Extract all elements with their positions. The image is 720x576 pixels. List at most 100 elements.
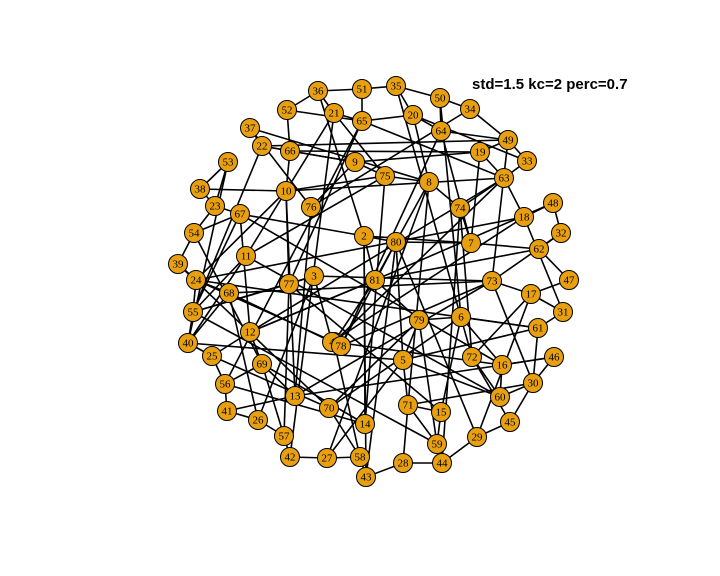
node-54: 54 [184, 223, 204, 243]
node-41: 41 [217, 401, 237, 421]
node-label: 76 [306, 202, 318, 214]
node-31: 31 [553, 302, 573, 322]
node-label: 18 [519, 212, 531, 224]
node-circle [274, 426, 294, 446]
node-circle [183, 302, 203, 322]
node-38: 38 [190, 179, 210, 199]
node-21: 21 [324, 103, 344, 123]
node-circle [431, 121, 451, 141]
edge-13-76 [294, 206, 312, 397]
node-circle [190, 179, 210, 199]
node-56: 56 [215, 374, 235, 394]
node-circle [301, 197, 321, 217]
edge-12-67 [239, 213, 251, 333]
node-circle [219, 283, 239, 303]
edge-20-8 [412, 114, 430, 183]
edge-26-68 [228, 292, 259, 421]
node-label: 35 [391, 81, 403, 93]
node-circle [431, 402, 451, 422]
node-circle [529, 239, 549, 259]
node-circle [248, 410, 268, 430]
edge-14-75 [364, 175, 386, 425]
node-circle [280, 141, 300, 161]
node-label: 28 [398, 458, 410, 470]
edge-1-81 [333, 279, 376, 343]
node-2: 2 [354, 226, 374, 246]
node-circle [470, 142, 490, 162]
node-label: 21 [329, 108, 340, 120]
node-label: 53 [223, 157, 235, 169]
edge-27-8 [326, 181, 430, 459]
node-47: 47 [559, 270, 579, 290]
node-circle [356, 467, 376, 487]
edge-81-62 [374, 248, 540, 281]
node-circle [317, 448, 337, 468]
node-label: 57 [279, 431, 291, 443]
node-label: 80 [391, 237, 403, 249]
node-49: 49 [498, 130, 518, 150]
node-5: 5 [393, 350, 413, 370]
node-64: 64 [431, 121, 451, 141]
edge-31-18 [523, 216, 564, 313]
node-label: 31 [558, 307, 569, 319]
node-7: 7 [461, 233, 481, 253]
node-label: 12 [245, 327, 256, 339]
node-label: 61 [533, 323, 544, 335]
node-circle [308, 81, 328, 101]
node-label: 77 [284, 279, 296, 291]
node-label: 64 [436, 126, 448, 138]
node-label: 56 [220, 379, 232, 391]
node-label: 10 [281, 186, 293, 198]
node-81: 81 [365, 270, 385, 290]
node-circle [277, 100, 297, 120]
node-label: 58 [355, 452, 367, 464]
node-label: 15 [436, 407, 448, 419]
node-76: 76 [301, 197, 321, 217]
node-circle [427, 434, 447, 454]
node-circle [184, 223, 204, 243]
node-circle [490, 387, 510, 407]
node-60: 60 [490, 387, 510, 407]
edge-26-3 [257, 275, 315, 421]
edge-66-19 [289, 150, 481, 153]
node-circle [215, 374, 235, 394]
node-circle [403, 105, 423, 125]
edge-78-80 [340, 241, 397, 347]
node-label: 7 [468, 238, 474, 250]
node-circle [517, 151, 537, 171]
node-circle [528, 318, 548, 338]
edge-64-7 [440, 130, 472, 244]
edge-55-67 [192, 213, 241, 313]
node-circle [393, 453, 413, 473]
node-label: 66 [285, 146, 297, 158]
edge-38-10 [199, 188, 287, 192]
node-label: 72 [467, 352, 478, 364]
node-circle [375, 166, 395, 186]
edge-40-11 [187, 255, 247, 344]
node-22: 22 [252, 136, 272, 156]
node-79: 79 [409, 310, 429, 330]
node-label: 68 [224, 288, 236, 300]
node-label: 13 [290, 391, 302, 403]
node-74: 74 [450, 198, 470, 218]
node-circle [492, 355, 512, 375]
node-label: 65 [357, 116, 369, 128]
node-label: 62 [534, 244, 545, 256]
node-39: 39 [168, 254, 188, 274]
node-label: 42 [285, 452, 296, 464]
node-label: 36 [313, 86, 325, 98]
node-circle [285, 386, 305, 406]
node-circle [500, 412, 520, 432]
node-42: 42 [280, 447, 300, 467]
node-19: 19 [470, 142, 490, 162]
edge-43-2 [363, 235, 367, 478]
node-circle [559, 270, 579, 290]
node-34: 34 [460, 99, 480, 119]
node-circle [523, 373, 543, 393]
node-label: 24 [191, 275, 203, 287]
edge-11-75 [245, 175, 386, 257]
node-52: 52 [277, 100, 297, 120]
node-layer: 1234567891011121314151617181920212223242… [168, 76, 579, 487]
edge-59-79 [418, 319, 438, 445]
